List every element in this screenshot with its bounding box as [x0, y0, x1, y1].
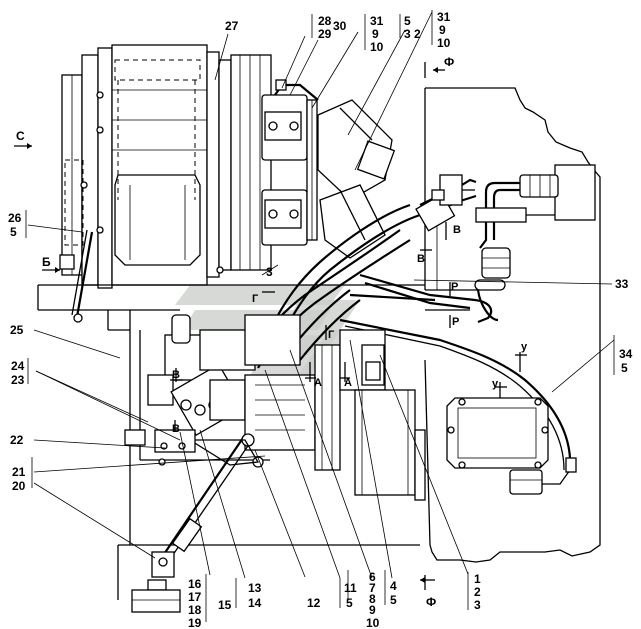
- label-9-top-right: 9: [439, 23, 446, 37]
- label-27: 27: [225, 19, 239, 33]
- label-12: 12: [307, 596, 321, 610]
- label-view-a-1: А: [314, 377, 322, 389]
- label-view-v-left: В: [172, 369, 180, 381]
- label-view-a-2: А: [344, 377, 352, 389]
- label-5-bottom-a: 5: [346, 596, 353, 610]
- label-10-top-right: 10: [437, 36, 451, 50]
- label-21: 21: [12, 465, 26, 479]
- valve-block-upper: [261, 79, 319, 246]
- label-13: 13: [248, 581, 262, 595]
- label-4: 4: [390, 579, 397, 593]
- label-5-left: 5: [10, 225, 17, 239]
- label-26: 26: [8, 211, 22, 225]
- control-lever: [131, 433, 264, 613]
- reel-assembly: [61, 44, 272, 289]
- label-2-bottom: 2: [474, 585, 481, 599]
- label-view-r-1: Р: [451, 281, 458, 293]
- label-view-v-lower: В: [172, 423, 180, 435]
- label-22: 22: [10, 433, 24, 447]
- label-3-mid: 3: [266, 265, 273, 279]
- label-view-c: C: [16, 129, 25, 143]
- label-11: 11: [344, 581, 357, 595]
- label-view-v-right-2: В: [417, 253, 425, 265]
- pump-unit: [339, 329, 426, 501]
- label-17: 17: [188, 590, 202, 604]
- label-24: 24: [11, 359, 25, 373]
- label-31-top: 31: [370, 14, 384, 28]
- label-section-f-top: Ф: [444, 55, 454, 69]
- label-10-bottom: 10: [366, 616, 380, 629]
- label-view-g-2: Г: [328, 329, 335, 341]
- label-section-f-bottom: Ф: [426, 595, 436, 609]
- label-view-b: Б: [42, 255, 51, 269]
- label-9-bottom: 9: [369, 603, 376, 617]
- label-23: 23: [11, 373, 25, 387]
- label-5-right: 5: [621, 361, 628, 375]
- connector-housing: [475, 164, 596, 279]
- label-18: 18: [188, 603, 202, 617]
- label-20: 20: [12, 479, 26, 493]
- label-14: 14: [248, 596, 262, 610]
- label-view-y-1: у: [521, 341, 528, 353]
- label-25: 25: [10, 323, 24, 337]
- label-5-top: 5: [404, 14, 411, 28]
- section-markers: [14, 62, 527, 590]
- pipe-fittings-right: [415, 174, 506, 322]
- label-19: 19: [188, 616, 202, 629]
- leader-lines: [25, 10, 615, 622]
- label-15: 15: [218, 598, 232, 612]
- label-28: 28: [318, 14, 332, 28]
- label-view-v-right: В: [453, 224, 461, 236]
- part-labels: 27 28 29 30 31 9 10 5 3 2 31 9 10 C Ф 26…: [8, 10, 633, 629]
- hydraulic-motor: [317, 99, 396, 259]
- label-view-y-2: у: [492, 378, 499, 390]
- electrical-box: [446, 397, 577, 495]
- label-3-top: 3: [404, 27, 411, 41]
- label-31-top-right: 31: [437, 10, 451, 24]
- label-6: 6: [369, 570, 376, 584]
- label-3-bottom: 3: [474, 598, 481, 612]
- label-30: 30: [333, 19, 347, 33]
- label-7: 7: [369, 581, 376, 595]
- label-9-top: 9: [372, 27, 379, 41]
- link-rod: [59, 229, 94, 323]
- label-10-top: 10: [370, 40, 384, 54]
- label-29: 29: [318, 27, 332, 41]
- label-5-bottom-b: 5: [390, 593, 397, 607]
- label-34: 34: [619, 347, 633, 361]
- label-view-r-2: Р: [452, 316, 459, 328]
- label-view-g-1: Г: [252, 293, 259, 305]
- label-16: 16: [188, 577, 202, 591]
- label-33: 33: [615, 277, 629, 291]
- label-8: 8: [369, 592, 376, 606]
- label-1: 1: [474, 572, 481, 586]
- label-2-top: 2: [414, 27, 421, 41]
